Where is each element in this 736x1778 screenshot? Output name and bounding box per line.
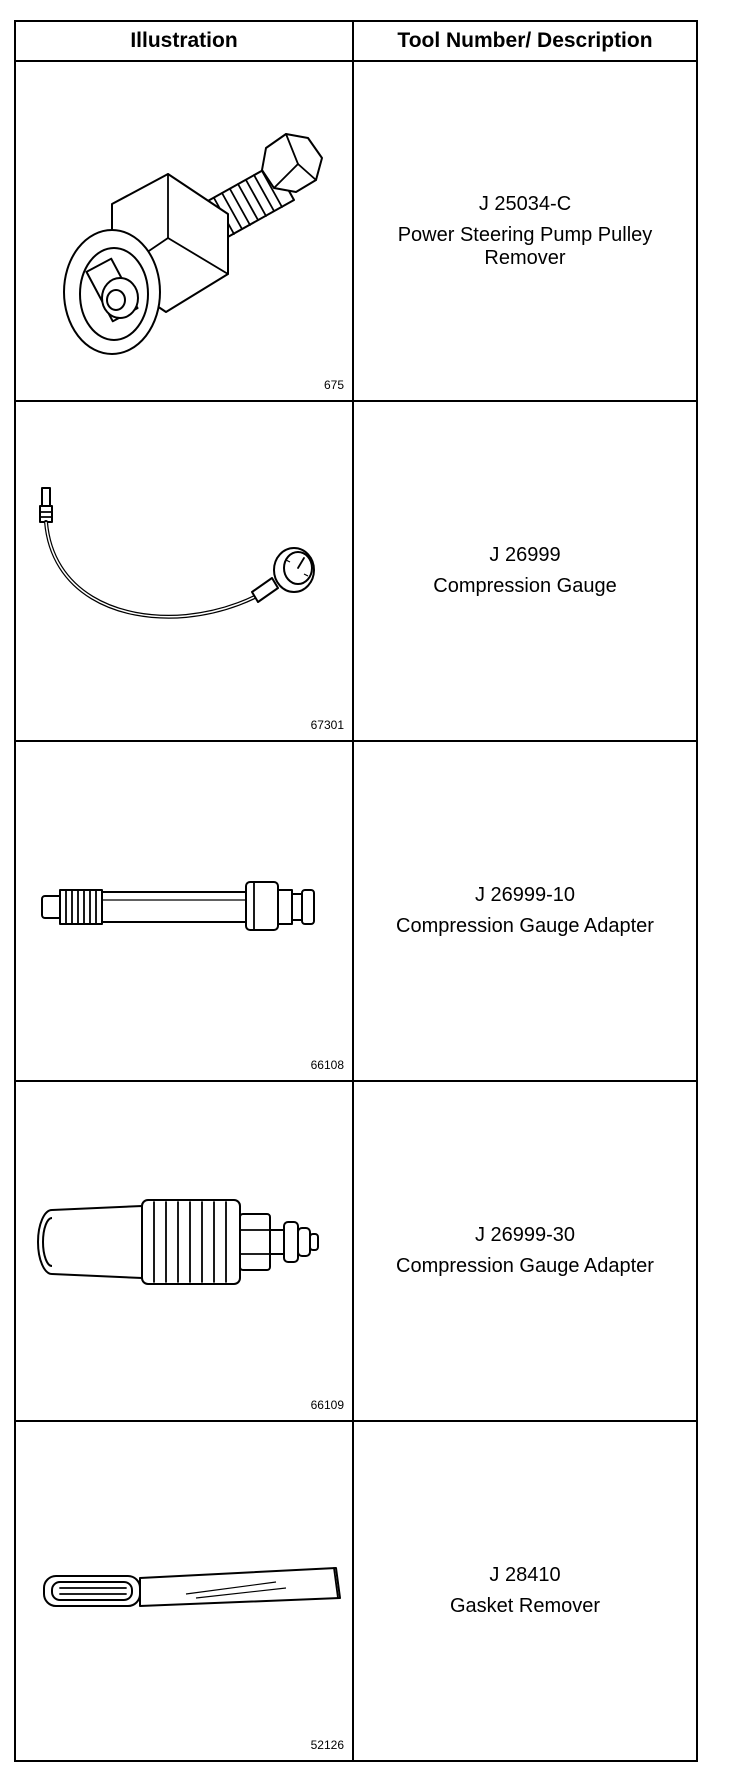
table-row: 52126 J 28410 Gasket Remover <box>14 1420 698 1762</box>
table-row: 66109 J 26999-30 Compression Gauge Adapt… <box>14 1080 698 1422</box>
tool-number: J 26999 <box>489 544 561 566</box>
illustration-cell: 66108 <box>14 740 354 1082</box>
illustration-cell: 675 <box>14 60 354 402</box>
description-cell: J 28410 Gasket Remover <box>352 1420 698 1762</box>
special-tools-table: Illustration Tool Number/ Description <box>14 20 698 1762</box>
figure-number: 675 <box>323 378 344 392</box>
illustration-cell: 66109 <box>14 1080 354 1422</box>
tool-number: J 26999-10 <box>474 884 576 906</box>
gauge-adapter-icon <box>37 1199 319 1285</box>
figure-number: 67301 <box>310 718 344 732</box>
compression-gauge-icon <box>39 487 315 619</box>
gauge-adapter-icon <box>41 881 315 931</box>
description-cell: J 26999-10 Compression Gauge Adapter <box>352 740 698 1082</box>
tool-description: Compression Gauge Adapter <box>396 1255 654 1277</box>
table-header-row: Illustration Tool Number/ Description <box>14 20 698 62</box>
table-row: 66108 J 26999-10 Compression Gauge Adapt… <box>14 740 698 1082</box>
figure-number: 66108 <box>310 1058 344 1072</box>
header-illustration: Illustration <box>14 20 354 62</box>
tool-description: Compression Gauge <box>433 575 617 597</box>
description-cell: J 26999 Compression Gauge <box>352 400 698 742</box>
figure-number: 52126 <box>310 1738 344 1752</box>
illustration-cell: 52126 <box>14 1420 354 1762</box>
illustration-cell: 67301 <box>14 400 354 742</box>
tool-number: J 28410 <box>489 1564 561 1586</box>
table-row: 67301 J 26999 Compression Gauge <box>14 400 698 742</box>
description-cell: J 26999-30 Compression Gauge Adapter <box>352 1080 698 1422</box>
pulley-remover-icon <box>63 133 323 355</box>
description-cell: J 25034-C Power Steering Pump Pulley Rem… <box>352 60 698 402</box>
tool-description: Gasket Remover <box>449 1595 601 1617</box>
figure-number: 66109 <box>310 1398 344 1412</box>
tool-description: Power Steering Pump Pulley Remover <box>397 223 653 269</box>
gasket-scraper-icon <box>43 1567 341 1607</box>
tool-number: J 26999-30 <box>474 1224 576 1246</box>
header-tool-number-description: Tool Number/ Description <box>352 20 698 62</box>
tool-description: Compression Gauge Adapter <box>396 915 654 937</box>
tool-number: J 25034-C <box>478 192 572 215</box>
table-row: 675 J 25034-C Power Steering Pump Pulley… <box>14 60 698 402</box>
